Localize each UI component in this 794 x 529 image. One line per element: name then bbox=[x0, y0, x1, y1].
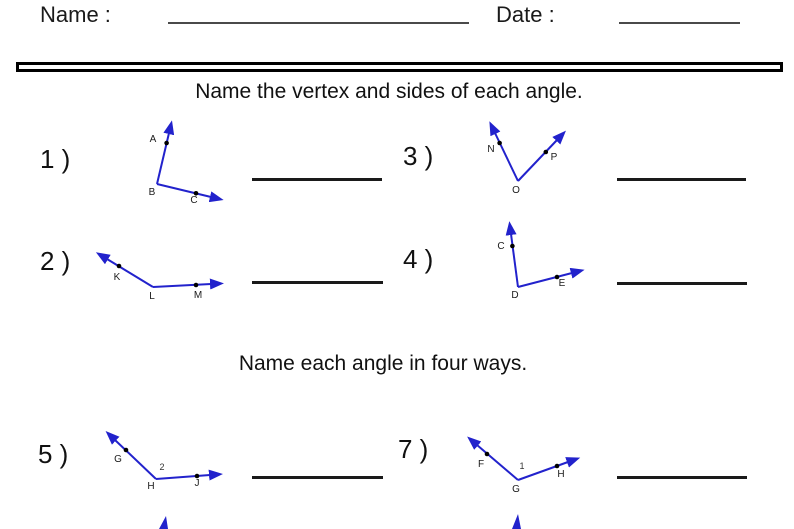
point-dot bbox=[554, 274, 560, 280]
point-dot bbox=[543, 149, 549, 155]
angle-figure-2: K L M bbox=[95, 252, 224, 302]
ray-1-right bbox=[156, 183, 224, 203]
cutoff-arrow-tip-8 bbox=[512, 514, 521, 529]
point-label: H bbox=[557, 469, 564, 480]
ray-7-upleft bbox=[467, 436, 519, 481]
ray-2-upleft bbox=[95, 252, 154, 288]
ray-5-upleft bbox=[105, 431, 157, 480]
answer-blank-4[interactable] bbox=[617, 282, 747, 285]
problem-number-5: 5 ) bbox=[38, 439, 69, 469]
problem-number-1: 1 ) bbox=[40, 144, 71, 174]
ray-7-upright bbox=[517, 457, 581, 481]
point-dot bbox=[554, 463, 560, 469]
angle-figure-7: F G H 1 bbox=[467, 436, 581, 495]
vertex-label: O bbox=[512, 185, 520, 196]
point-label: K bbox=[114, 272, 121, 283]
point-label: C bbox=[190, 195, 197, 206]
point-dot bbox=[484, 451, 490, 457]
vertex-label: L bbox=[149, 291, 155, 302]
point-label: P bbox=[551, 152, 558, 163]
angle-figure-3: N O P bbox=[487, 121, 566, 196]
point-label: C bbox=[497, 241, 504, 252]
point-label: N bbox=[487, 144, 494, 155]
answer-blank-3[interactable] bbox=[617, 178, 746, 181]
problem-number-4: 4 ) bbox=[403, 244, 434, 274]
date-label: Date : bbox=[496, 2, 555, 27]
angle-figure-5: G H J 2 bbox=[105, 431, 223, 492]
ray-4-up bbox=[505, 221, 519, 288]
angle-figure-4: C D E bbox=[497, 221, 585, 301]
vertex-label: H bbox=[147, 481, 154, 492]
problem-number-7: 7 ) bbox=[398, 434, 429, 464]
ray-4-right bbox=[517, 267, 585, 288]
point-dot bbox=[510, 243, 515, 249]
angle-figure-1: A B C bbox=[149, 120, 224, 206]
answer-blank-5[interactable] bbox=[252, 476, 383, 479]
problem-number-2: 2 ) bbox=[40, 246, 71, 276]
section-title-four-ways: Name each angle in four ways. bbox=[238, 352, 528, 375]
point-dot bbox=[194, 473, 200, 479]
point-dot bbox=[123, 447, 129, 453]
vertex-label: B bbox=[149, 187, 156, 198]
point-label: J bbox=[195, 478, 200, 489]
ray-3-upright bbox=[517, 130, 566, 182]
ray-2-right bbox=[152, 278, 224, 290]
point-label: E bbox=[559, 278, 566, 289]
angle-number-label: 1 bbox=[519, 461, 524, 471]
section-divider-rule bbox=[16, 62, 783, 72]
point-dot bbox=[193, 191, 199, 196]
point-dot bbox=[497, 140, 502, 146]
ray-5-right bbox=[155, 469, 223, 481]
point-dot bbox=[164, 140, 169, 146]
name-blank-line[interactable] bbox=[168, 22, 469, 24]
vertex-label: G bbox=[512, 484, 520, 495]
answer-blank-1[interactable] bbox=[252, 178, 382, 181]
date-blank-line[interactable] bbox=[619, 22, 740, 24]
problem-number-3: 3 ) bbox=[403, 141, 434, 171]
answer-blank-2[interactable] bbox=[252, 281, 383, 284]
point-label: M bbox=[194, 290, 202, 301]
cutoff-arrow-tip-6 bbox=[159, 516, 168, 529]
point-label: A bbox=[150, 134, 157, 145]
point-dot bbox=[193, 282, 199, 288]
point-label: F bbox=[478, 459, 484, 470]
vertex-label: D bbox=[511, 290, 518, 301]
ray-1-up bbox=[156, 120, 175, 185]
angle-number-label: 2 bbox=[159, 462, 164, 472]
ray-3-upleft bbox=[489, 121, 519, 182]
section-title-vertex-sides: Name the vertex and sides of each angle. bbox=[195, 80, 583, 103]
point-dot bbox=[116, 263, 122, 269]
name-label: Name : bbox=[40, 2, 111, 27]
point-label: G bbox=[114, 454, 122, 465]
answer-blank-7[interactable] bbox=[617, 476, 747, 479]
